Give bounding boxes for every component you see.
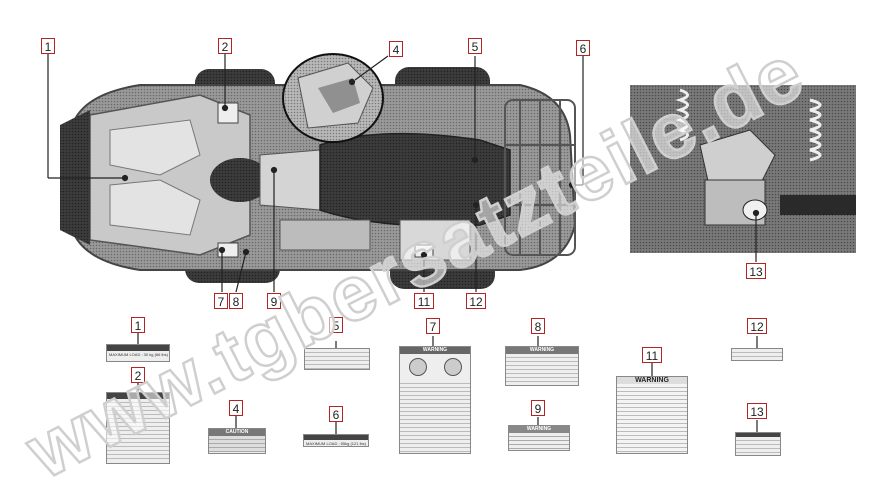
label-7-title: WARNING [400, 347, 470, 354]
label-7-sticker: WARNING [399, 346, 471, 454]
label-callout-12: 12 [747, 318, 767, 334]
callout-7: 7 [214, 293, 228, 309]
callout-6: 6 [576, 40, 590, 56]
label-2-sticker [106, 392, 170, 464]
label-8-title: WARNING [506, 347, 578, 354]
label-12-sticker [731, 348, 783, 361]
label-6-text: MAXIMUM LOAD : 55kg (121 lbs) [306, 441, 367, 446]
label-callout-11: 11 [642, 347, 662, 363]
label-callout-8: 8 [531, 318, 545, 334]
label-4-title: CAUTION [209, 429, 265, 436]
callout-8: 8 [229, 293, 243, 309]
label-callout-2: 2 [131, 367, 145, 383]
label-11-title: WARNING [617, 377, 687, 384]
zoom-detail-circle [282, 53, 384, 143]
label-callout-4: 4 [229, 400, 243, 416]
label-4-sticker: CAUTION [208, 428, 266, 454]
label-1-sticker: MAXIMUM LOAD : 30 kg (66 lbs) [106, 344, 170, 362]
label-9-sticker: WARNING [508, 425, 570, 451]
callout-5: 5 [468, 38, 482, 54]
label-9-title: WARNING [509, 426, 569, 433]
label-callout-6: 6 [329, 406, 343, 422]
callout-4: 4 [389, 41, 403, 57]
label-8-sticker: WARNING [505, 346, 579, 386]
label-11-sticker: WARNING [616, 376, 688, 454]
label-callout-1: 1 [131, 317, 145, 333]
callout-13: 13 [746, 263, 766, 279]
callout-12: 12 [466, 293, 486, 309]
rear-suspension-photo [630, 85, 856, 253]
label-callout-5: 5 [329, 317, 343, 333]
callout-11: 11 [414, 293, 434, 309]
label-1-text: MAXIMUM LOAD : 30 kg (66 lbs) [109, 352, 168, 357]
callout-2: 2 [218, 38, 232, 54]
callout-1: 1 [41, 38, 55, 54]
label-callout-13: 13 [747, 403, 767, 419]
callout-9: 9 [267, 293, 281, 309]
label-callout-9: 9 [531, 400, 545, 416]
label-callout-7: 7 [426, 318, 440, 334]
atv-top-view-photo [60, 67, 577, 289]
label-6-sticker: MAXIMUM LOAD : 55kg (121 lbs) [303, 434, 369, 447]
label-5-sticker [304, 348, 370, 370]
label-13-sticker [735, 432, 781, 456]
